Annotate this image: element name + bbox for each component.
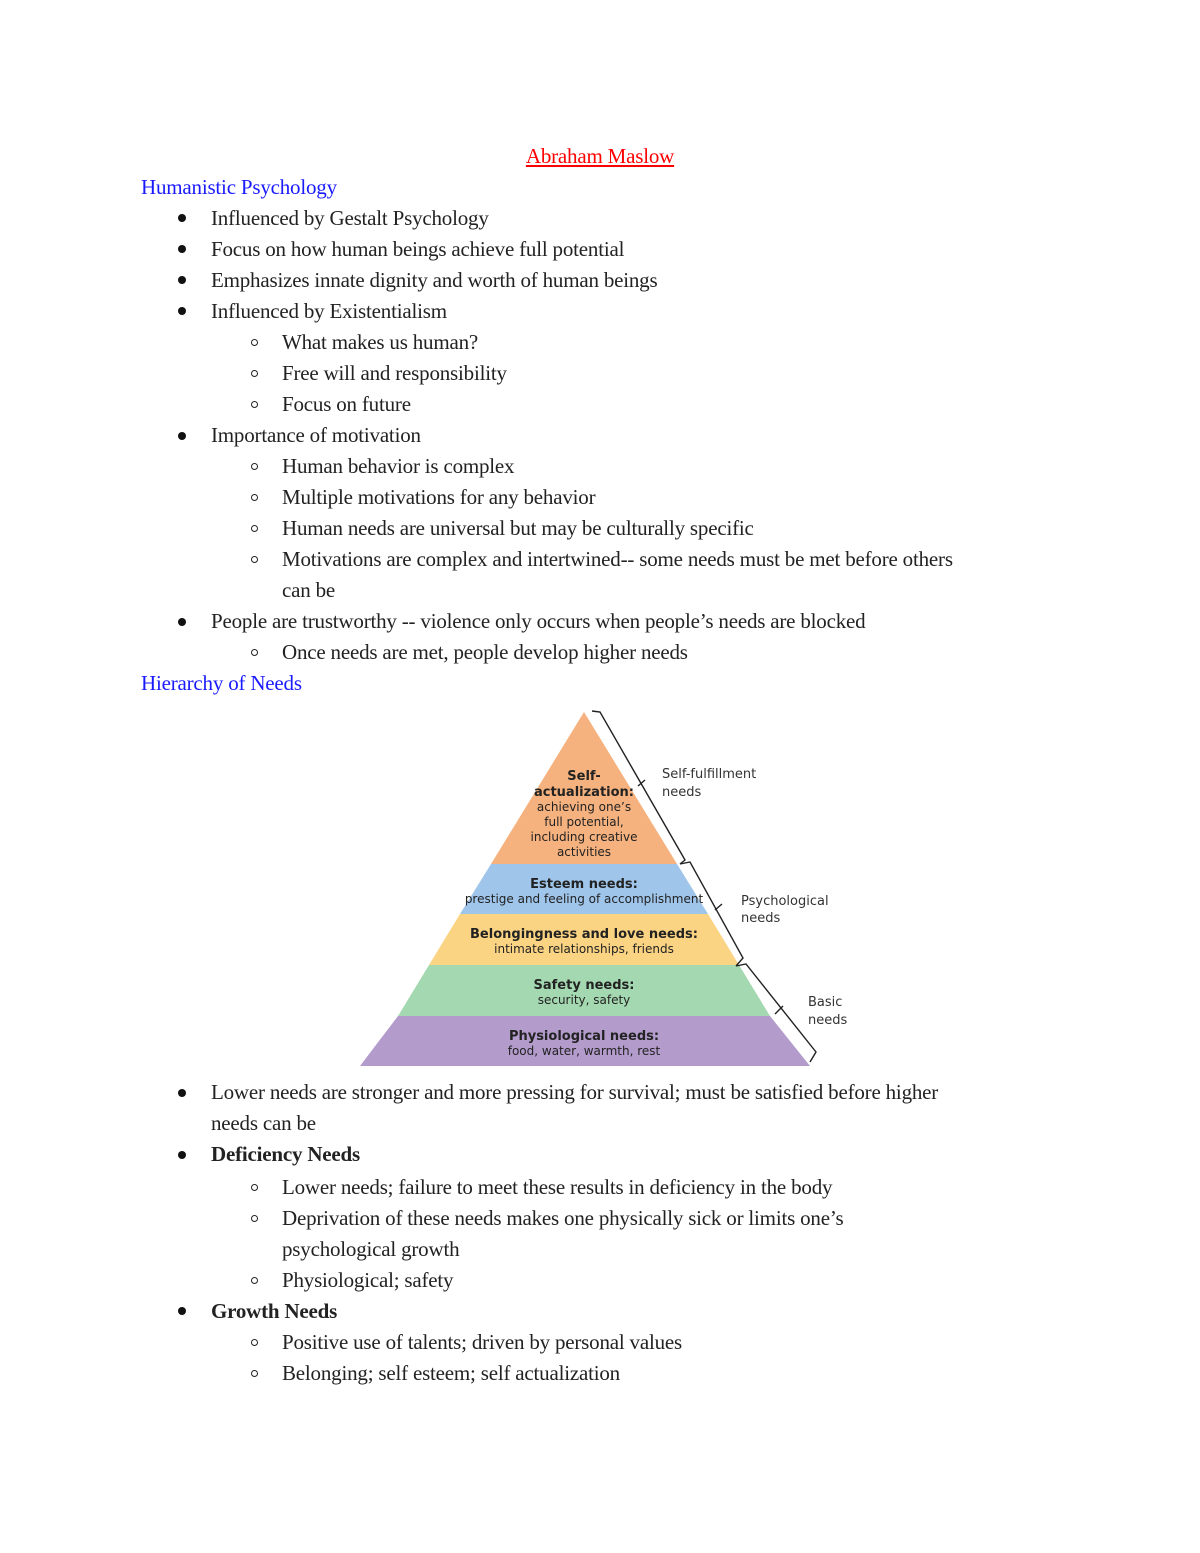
- layer-5-title: Physiological needs:: [509, 1029, 659, 1044]
- list-item: Importance of motivation: [211, 423, 421, 447]
- sub-list-item: What makes us human?: [282, 330, 479, 354]
- circle-bullet-icon: [251, 525, 258, 532]
- circle-bullet-icon: [251, 339, 258, 346]
- circle-bullet-icon: [251, 370, 258, 377]
- bracket-label-basic: Basic: [808, 995, 842, 1010]
- sub-list-item: Human needs are universal but may be cul…: [282, 516, 754, 540]
- layer-self-actualization: [491, 712, 677, 864]
- layer-3-desc: intimate relationships, friends: [494, 942, 674, 956]
- circle-bullet-icon: [251, 463, 258, 470]
- list-item: Emphasizes innate dignity and worth of h…: [211, 268, 658, 292]
- layer-1-title-line1: Self-: [567, 769, 600, 784]
- sub-list-item: Physiological; safety: [282, 1268, 454, 1292]
- sub-list-item: Belonging; self esteem; self actualizati…: [282, 1361, 620, 1385]
- bullet-icon: [178, 1151, 186, 1159]
- sub-list-item: Free will and responsibility: [282, 361, 507, 385]
- layer-esteem: [460, 864, 708, 914]
- maslow-pyramid-diagram: Self- actualization: achieving one’s ful…: [350, 700, 850, 1080]
- bullet-icon: [178, 432, 186, 440]
- layer-4-title: Safety needs:: [534, 978, 635, 993]
- sub-list-item: Once needs are met, people develop highe…: [282, 640, 688, 664]
- bracket-label-basic: needs: [808, 1013, 847, 1028]
- sub-list-item: Positive use of talents; driven by perso…: [282, 1330, 683, 1354]
- bullet-icon: [178, 1307, 186, 1315]
- layer-1-desc: achieving one’s: [537, 800, 631, 814]
- circle-bullet-icon: [251, 1370, 258, 1377]
- bullet-icon: [178, 245, 186, 253]
- circle-bullet-icon: [251, 401, 258, 408]
- list-item-continuation: needs can be: [211, 1111, 316, 1135]
- sub-list-item: Lower needs; failure to meet these resul…: [282, 1175, 833, 1199]
- layer-1-desc: full potential,: [544, 815, 624, 829]
- sub-list-item-continuation: psychological growth: [282, 1237, 460, 1261]
- bracket-label-self-fulfillment: needs: [662, 785, 701, 800]
- section-heading-hierarchy: Hierarchy of Needs: [141, 671, 302, 695]
- layer-safety: [398, 965, 770, 1016]
- circle-bullet-icon: [251, 1215, 258, 1222]
- list-item: People are trustworthy -- violence only …: [211, 609, 866, 633]
- sub-list-item: Multiple motivations for any behavior: [282, 485, 596, 509]
- section-heading-humanistic: Humanistic Psychology: [141, 175, 337, 199]
- bracket-label-psychological: Psychological: [741, 894, 829, 909]
- sub-list-item: Deprivation of these needs makes one phy…: [282, 1206, 844, 1230]
- layer-2-desc: prestige and feeling of accomplishment: [465, 892, 704, 906]
- bullet-icon: [178, 214, 186, 222]
- list-item: Lower needs are stronger and more pressi…: [211, 1080, 939, 1104]
- layer-1-desc: activities: [557, 845, 611, 859]
- sub-list-item: Motivations are complex and intertwined-…: [282, 547, 953, 571]
- list-item-growth-needs: Growth Needs: [211, 1299, 338, 1323]
- layer-1-desc: including creative: [531, 830, 638, 844]
- bullet-icon: [178, 618, 186, 626]
- layer-3-title: Belongingness and love needs:: [470, 927, 698, 942]
- document-title: Abraham Maslow: [525, 144, 675, 168]
- bracket-label-self-fulfillment: Self-fulfillment: [662, 767, 756, 782]
- list-item: Influenced by Existentialism: [211, 299, 447, 323]
- layer-4-desc: security, safety: [538, 993, 631, 1007]
- list-item-deficiency-needs: Deficiency Needs: [211, 1142, 360, 1166]
- sub-list-item: Human behavior is complex: [282, 454, 515, 478]
- circle-bullet-icon: [251, 1184, 258, 1191]
- layer-5-desc: food, water, warmth, rest: [508, 1044, 661, 1058]
- layer-2-title: Esteem needs:: [530, 877, 638, 892]
- list-item: Influenced by Gestalt Psychology: [211, 206, 489, 230]
- circle-bullet-icon: [251, 1277, 258, 1284]
- bullet-icon: [178, 276, 186, 284]
- circle-bullet-icon: [251, 649, 258, 656]
- circle-bullet-icon: [251, 1339, 258, 1346]
- bullet-icon: [178, 307, 186, 315]
- layer-belonging: [429, 914, 739, 965]
- bracket-lines: [591, 710, 817, 1063]
- list-item: Focus on how human beings achieve full p…: [211, 237, 625, 261]
- bracket-label-psychological: needs: [741, 911, 780, 926]
- bullet-icon: [178, 1089, 186, 1097]
- sub-list-item: Focus on future: [282, 392, 411, 416]
- circle-bullet-icon: [251, 494, 258, 501]
- layer-physiological: [360, 1016, 810, 1066]
- sub-list-item-continuation: can be: [282, 578, 336, 602]
- circle-bullet-icon: [251, 556, 258, 563]
- layer-1-title-line2: actualization:: [534, 785, 634, 800]
